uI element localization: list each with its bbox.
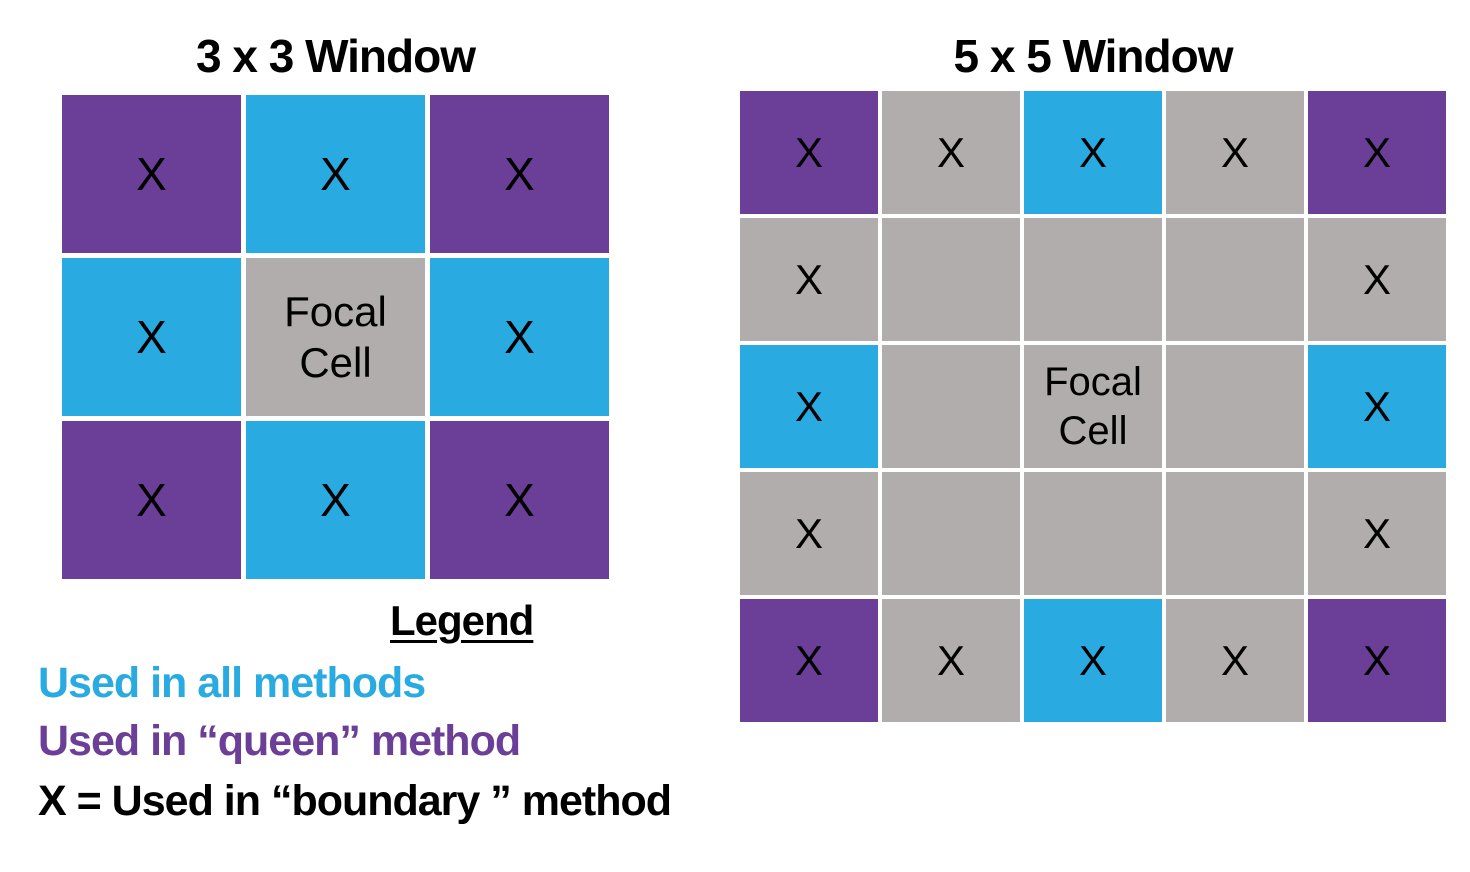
grid-cell: X — [1308, 218, 1446, 341]
grid-cell: X — [62, 95, 241, 253]
cell-label: X — [1362, 509, 1391, 557]
cell-label: X — [1220, 128, 1249, 176]
grid-cell: X — [1024, 599, 1162, 722]
legend-item-queen-method: Used in “queen” method — [38, 717, 521, 765]
grid-cell: X — [62, 258, 241, 416]
cell-label: Focal Cell — [1044, 359, 1142, 453]
cell-label: X — [936, 128, 965, 176]
grid-cell — [1024, 472, 1162, 595]
cell-label: X — [1078, 636, 1107, 684]
cell-label: X — [1362, 636, 1391, 684]
cell-label: X — [1362, 255, 1391, 303]
grid-cell: X — [882, 599, 1020, 722]
cell-label: X — [136, 310, 167, 363]
grid-cell: X — [740, 218, 878, 341]
cell-label: X — [794, 382, 823, 430]
legend-item-all-methods: Used in all methods — [38, 659, 426, 707]
grid-cell: X — [1308, 472, 1446, 595]
grid-cell — [1166, 345, 1304, 468]
grid-cell: X — [430, 421, 609, 579]
cell-label: X — [794, 636, 823, 684]
grid-cell — [1166, 218, 1304, 341]
grid-cell: X — [740, 472, 878, 595]
cell-label: X — [136, 473, 167, 526]
cell-label: X — [1220, 636, 1249, 684]
grid-cell: X — [740, 345, 878, 468]
window-3x3-title: 3 x 3 Window — [196, 30, 476, 82]
grid-cell: X — [1166, 91, 1304, 214]
cell-label: X — [794, 509, 823, 557]
cell-label: X — [504, 147, 535, 200]
grid-cell: X — [1308, 599, 1446, 722]
grid-cell — [882, 345, 1020, 468]
legend-item-boundary-method: X = Used in “boundary ” method — [38, 777, 672, 825]
cell-label: Focal Cell — [284, 287, 387, 386]
grid-cell: X — [1024, 91, 1162, 214]
cell-label: X — [1362, 128, 1391, 176]
cell-label: X — [320, 473, 351, 526]
cell-label: X — [794, 128, 823, 176]
grid-cell: X — [246, 95, 425, 253]
grid-cell: X — [882, 91, 1020, 214]
grid-cell: X — [1308, 345, 1446, 468]
cell-label: X — [320, 147, 351, 200]
grid-cell — [1024, 218, 1162, 341]
focal-cell: Focal Cell — [246, 258, 425, 416]
grid-cell: X — [246, 421, 425, 579]
cell-label: X — [504, 473, 535, 526]
grid-cell: X — [1308, 91, 1446, 214]
cell-label: X — [936, 636, 965, 684]
grid-cell — [1166, 472, 1304, 595]
grid-cell: X — [430, 95, 609, 253]
grid-cell: X — [430, 258, 609, 416]
grid-cell — [882, 472, 1020, 595]
legend-title: Legend — [390, 597, 534, 644]
cell-label: X — [794, 255, 823, 303]
grid-cell: X — [740, 599, 878, 722]
grid-cell: X — [62, 421, 241, 579]
window-5x5-title: 5 x 5 Window — [953, 30, 1234, 82]
cell-label: X — [1078, 128, 1107, 176]
cell-label: X — [1362, 382, 1391, 430]
cell-label: X — [136, 147, 167, 200]
cell-label: X — [504, 310, 535, 363]
grid-cell: X — [1166, 599, 1304, 722]
grid-cell — [882, 218, 1020, 341]
grid-cell: X — [740, 91, 878, 214]
focal-cell: Focal Cell — [1024, 345, 1162, 468]
